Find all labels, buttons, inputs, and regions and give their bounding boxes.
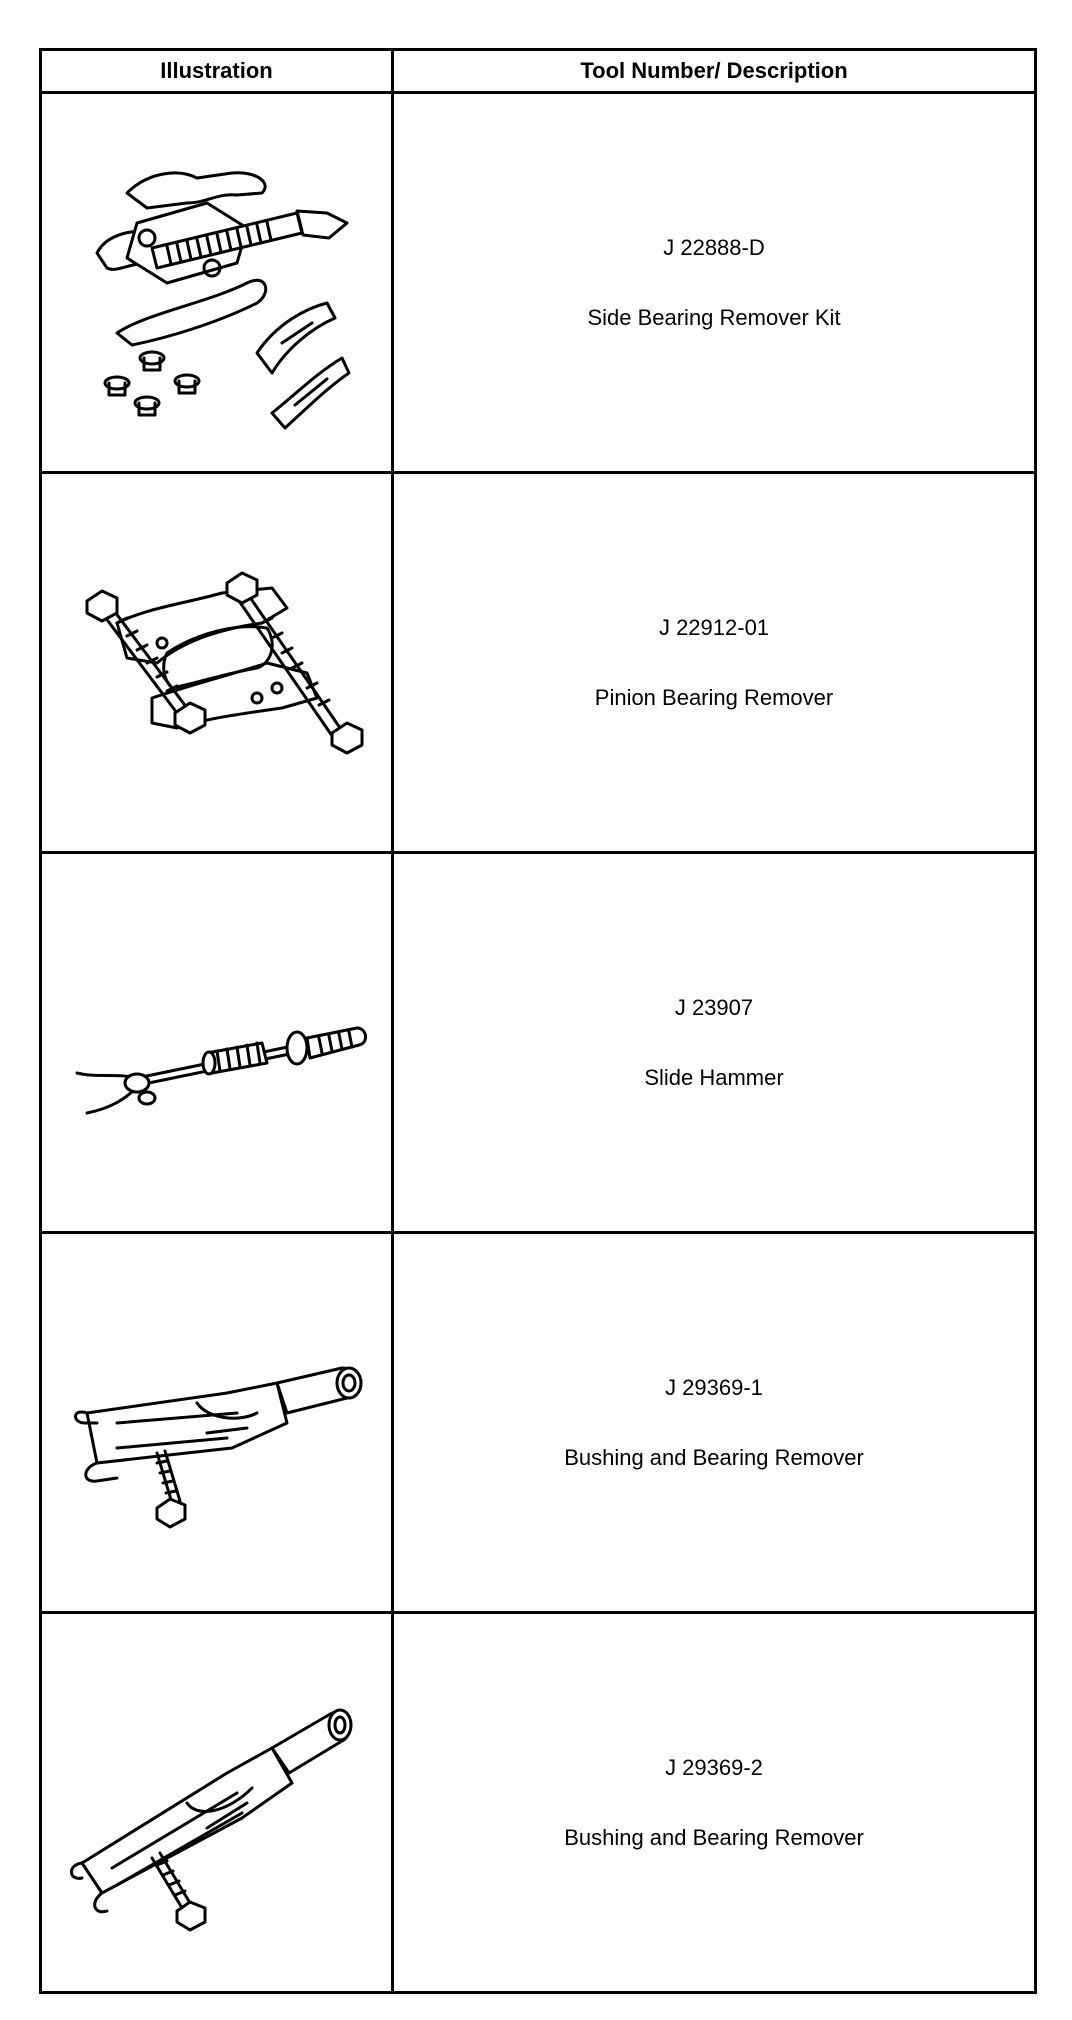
pinion-bearing-remover-illustration: [85, 571, 363, 754]
tool-number: J 29369-1: [665, 1374, 763, 1400]
header-illustration: Illustration: [39, 48, 394, 94]
table-row: J 29369-2 Bushing and Bearing Remover: [39, 1611, 1037, 1994]
illustration-cell: [39, 471, 394, 854]
table-row: J 23907 Slide Hammer: [39, 851, 1037, 1234]
side-bearing-remover-kit-illustration: [95, 170, 350, 429]
tool-number: J 23907: [674, 994, 754, 1020]
illustration-cell: [39, 851, 394, 1234]
special-tools-table: Illustration Tool Number/ Description: [39, 48, 1037, 1994]
tool-cell: J 29369-2 Bushing and Bearing Remover: [391, 1611, 1037, 1994]
bushing-bearing-remover-2-illustration: [69, 1708, 352, 1931]
tool-cell: J 29369-1 Bushing and Bearing Remover: [391, 1231, 1037, 1614]
tool-cell: J 22888-D Side Bearing Remover Kit: [391, 91, 1037, 474]
tool-description: Bushing and Bearing Remover: [564, 1824, 864, 1850]
tool-number: J 29369-2: [665, 1754, 763, 1780]
tool-number: J 22912-01: [658, 614, 770, 640]
tool-description: Side Bearing Remover Kit: [587, 304, 841, 330]
bushing-bearing-remover-1-illustration: [73, 1366, 362, 1528]
tool-description: Pinion Bearing Remover: [594, 684, 834, 710]
table-row: J 22912-01 Pinion Bearing Remover: [39, 471, 1037, 854]
tool-number: J 22888-D: [663, 234, 765, 260]
illustration-cell: [39, 1231, 394, 1614]
table-header-row: Illustration Tool Number/ Description: [39, 48, 1037, 94]
slide-hammer-illustration: [75, 1026, 367, 1114]
tool-cell: J 22912-01 Pinion Bearing Remover: [391, 471, 1037, 854]
table-row: J 29369-1 Bushing and Bearing Remover: [39, 1231, 1037, 1614]
header-tool-number-description: Tool Number/ Description: [391, 48, 1037, 94]
table-row: J 22888-D Side Bearing Remover Kit: [39, 91, 1037, 474]
tool-description: Slide Hammer: [644, 1064, 784, 1090]
illustration-cell: [39, 1611, 394, 1994]
tool-description: Bushing and Bearing Remover: [564, 1444, 864, 1470]
tool-cell: J 23907 Slide Hammer: [391, 851, 1037, 1234]
illustration-cell: [39, 91, 394, 474]
